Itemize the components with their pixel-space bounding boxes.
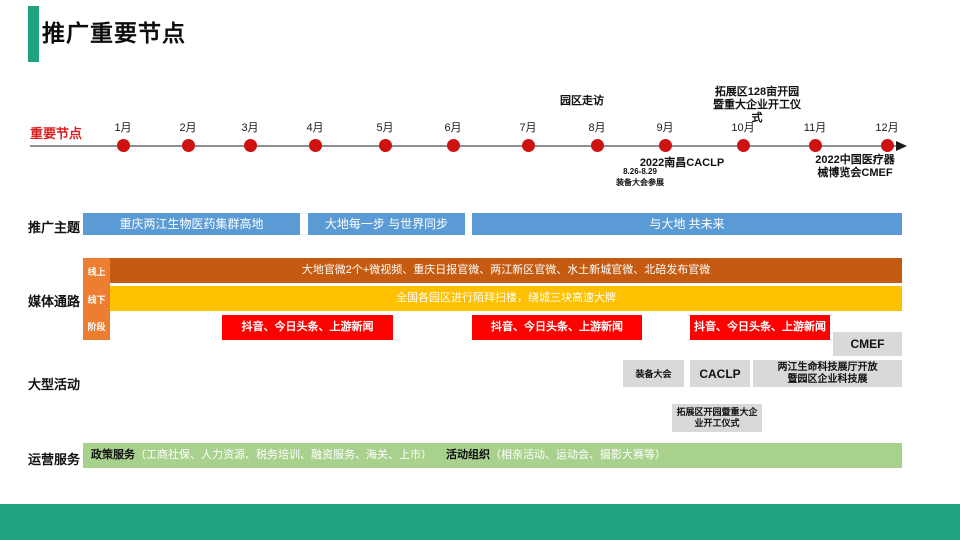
title-accent-bar <box>28 6 39 62</box>
month-label-jun: 6月 <box>444 122 462 134</box>
month-label-oct: 10月 <box>731 122 755 134</box>
service-activity-title: 活动组织 <box>446 449 490 461</box>
media-bar-stage-1: 抖音、今日头条、上游新闻 <box>222 315 393 340</box>
annotation-caclp: 2022南昌CACLP <box>639 157 725 169</box>
page-title: 推广重要节点 <box>42 20 186 46</box>
month-label-nov: 11月 <box>803 122 827 134</box>
annotation-caclp-date: 8.26-8.29 <box>623 167 657 176</box>
month-label-sep: 9月 <box>656 122 674 134</box>
annotation-expansion-opening: 拓展区128亩开园 暨重大企业开工仪 式 <box>713 86 801 124</box>
service-policy-detail: （工商社保、人力资源、税务培训、融资服务、海关、上市） <box>135 449 432 461</box>
timeline-dot <box>522 139 535 152</box>
section-label-media: 媒体通路 <box>28 294 81 309</box>
month-label-jul: 7月 <box>519 122 537 134</box>
month-label-dec: 12月 <box>875 122 899 134</box>
timeline-axis <box>30 145 898 147</box>
timeline-dot <box>809 139 822 152</box>
section-label-services: 运营服务 <box>28 452 81 467</box>
month-label-aug: 8月 <box>588 122 606 134</box>
media-bar-online: 大地官微2个+微视频、重庆日报官微、两江新区官微、水土新城官微、北碚发布官微 <box>110 258 902 283</box>
event-box-caclp: CACLP <box>690 360 750 387</box>
media-bar-stage-2: 抖音、今日头条、上游新闻 <box>472 315 642 340</box>
section-label-themes: 推广主题 <box>28 220 81 235</box>
service-activity-detail: （相亲活动、运动会、摄影大赛等） <box>490 449 666 461</box>
month-label-apr: 4月 <box>306 122 324 134</box>
services-bar: 政策服务（工商社保、人力资源、税务培训、融资服务、海关、上市） 活动组织（相亲活动… <box>83 443 902 468</box>
month-label-may: 5月 <box>376 122 394 134</box>
timeline-dot <box>881 139 894 152</box>
timeline-dot <box>447 139 460 152</box>
annotation-cmef: 2022中国医疗器 械博览会CMEF <box>815 154 895 179</box>
timeline-arrow-icon <box>896 141 907 151</box>
month-label-feb: 2月 <box>179 122 197 134</box>
timeline-dot <box>182 139 195 152</box>
media-tag-stage: 阶段 <box>87 322 106 332</box>
event-box-cmef: CMEF <box>833 332 902 356</box>
event-box-expansion: 拓展区开园暨重大企 业开工仪式 <box>672 404 762 432</box>
month-label-jan: 1月 <box>114 122 132 134</box>
annotation-caclp-sub: 装备大会参展 <box>616 178 664 187</box>
timeline-label: 重要节点 <box>30 126 83 141</box>
timeline-dot <box>591 139 604 152</box>
media-bar-stage-3: 抖音、今日头条、上游新闻 <box>690 315 830 340</box>
media-tag-column <box>83 258 110 340</box>
section-label-events: 大型活动 <box>28 377 81 392</box>
media-tag-online: 线上 <box>87 267 106 277</box>
theme-bar-3: 与大地 共未来 <box>472 213 902 235</box>
media-bar-offline: 全国各园区进行陌拜扫楼，绕城三块高速大牌 <box>110 286 902 311</box>
timeline-dot <box>737 139 750 152</box>
timeline-dot <box>659 139 672 152</box>
event-box-exhibition: 两江生命科技展厅开放 暨园区企业科技展 <box>753 360 902 387</box>
media-tag-offline: 线下 <box>87 295 106 305</box>
timeline-dot <box>117 139 130 152</box>
month-label-mar: 3月 <box>241 122 259 134</box>
timeline-dot <box>379 139 392 152</box>
annotation-park-visit: 园区走访 <box>560 95 604 107</box>
footer-accent-bar <box>0 504 960 540</box>
timeline-dot <box>244 139 257 152</box>
theme-bar-2: 大地每一步 与世界同步 <box>308 213 465 235</box>
timeline-dot <box>309 139 322 152</box>
service-policy-title: 政策服务 <box>91 449 135 461</box>
theme-bar-1: 重庆两江生物医药集群高地 <box>83 213 300 235</box>
event-box-equipment: 装备大会 <box>623 360 684 387</box>
